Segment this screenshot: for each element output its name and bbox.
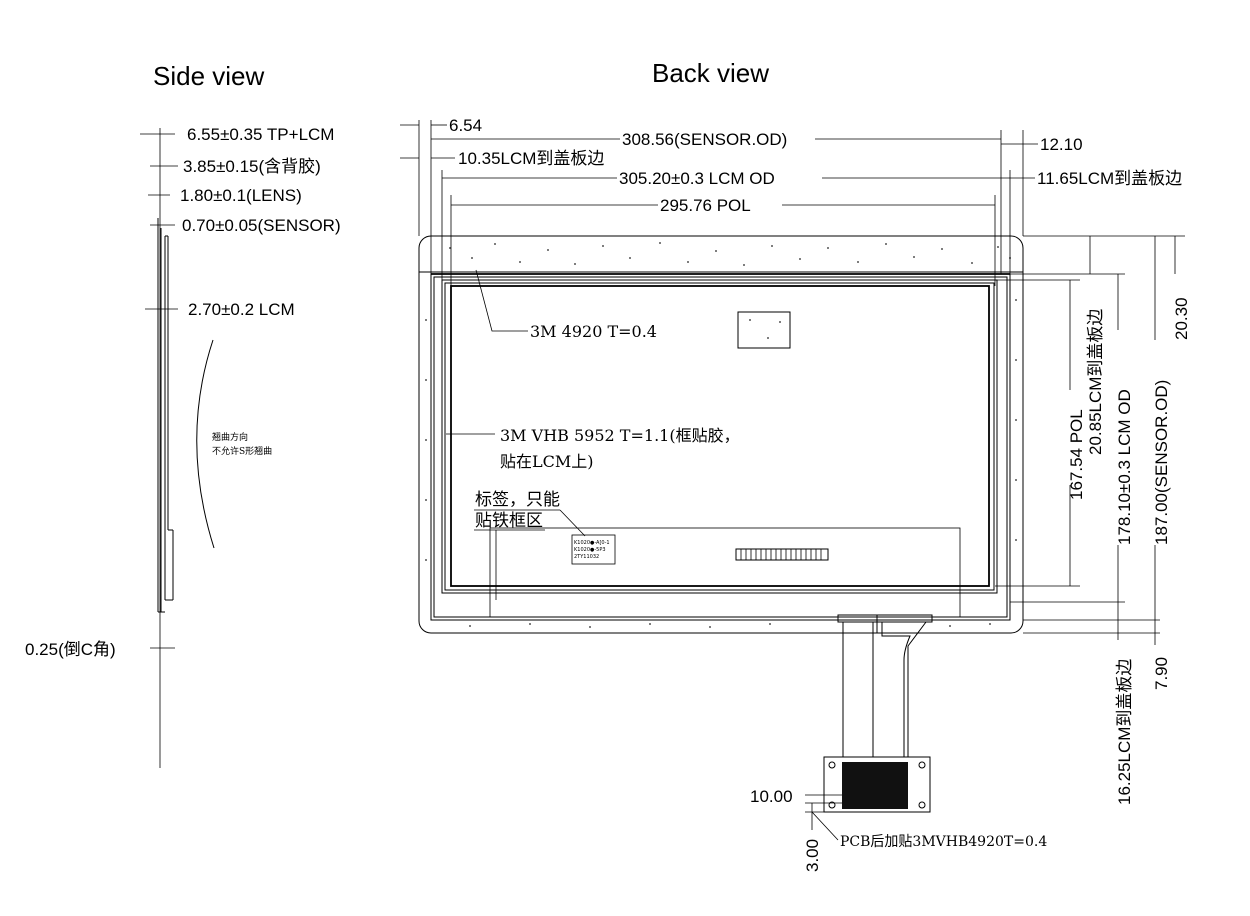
label-area-line1: 标签，只能 — [475, 490, 560, 509]
dim-lcm-cover-right: 11.65LCM到盖板边 — [1037, 169, 1182, 188]
vhb-label-line2: 贴在LCM上) — [500, 452, 594, 471]
dim-sensor-od-width: 308.56(SENSOR.OD) — [622, 130, 787, 149]
adhesive-texture — [425, 242, 1017, 628]
back-view-title: Back view — [652, 58, 769, 88]
dim-20-30: 20.30 — [1172, 297, 1191, 340]
tape-4920-label: 3M 4920 T=0.4 — [530, 322, 657, 341]
dim-sensor: 0.70±0.05(SENSOR) — [182, 216, 341, 235]
dim-sensor-od-height: 187.00(SENSOR.OD) — [1152, 380, 1171, 545]
pcb-adhesive-note: PCB后加贴3MVHB4920T=0.4 — [840, 834, 1047, 850]
vhb-label-line1: 3M VHB 5952 T=1.1(框贴胶， — [500, 426, 740, 445]
dim-7-90: 7.90 — [1152, 657, 1171, 690]
dim-3-00: 3.00 — [803, 839, 822, 872]
dim-pol-height: 167.54 POL — [1067, 409, 1086, 500]
top-dimension-lines — [400, 120, 1038, 286]
dim-lcm-thickness: 2.70±0.2 LCM — [188, 300, 295, 319]
pcb-adhesive-block — [842, 762, 908, 809]
dim-lcm-cover-left: 10.35LCM到盖板边 — [458, 149, 604, 168]
dim-lens: 1.80±0.1(LENS) — [180, 186, 302, 205]
dim-lcm-cover-bottom: 16.25LCM到盖板边 — [1115, 659, 1134, 805]
dim-12-10: 12.10 — [1040, 135, 1083, 154]
sticker-line3: 2TY11032 — [574, 554, 599, 560]
dim-lcm-cover-top: 20.85LCM到盖板边 — [1086, 309, 1105, 455]
right-dimension-lines — [995, 235, 1185, 645]
dim-6-54: 6.54 — [449, 116, 482, 135]
side-view — [140, 128, 215, 768]
back-view — [418, 235, 1024, 813]
sticker-line1: K1020●-A[0-1 — [574, 540, 610, 546]
dim-pol-width: 295.76 POL — [660, 196, 751, 215]
dim-lcm-od-height: 178.10±0.3 LCM OD — [1115, 389, 1134, 545]
dim-with-adhesive: 3.85±0.15(含背胶) — [183, 157, 321, 176]
sticker-line2: K1020●-5P3 — [574, 547, 606, 553]
dim-chamfer: 0.25(倒C角) — [25, 640, 116, 659]
dim-10-00: 10.00 — [750, 787, 793, 806]
side-view-title: Side view — [153, 61, 264, 91]
warp-note-line1: 翘曲方向 — [212, 431, 248, 443]
warp-note-line2: 不允许S形翘曲 — [212, 445, 272, 457]
dim-tp-lcm: 6.55±0.35 TP+LCM — [187, 125, 334, 144]
annotation-leaders — [446, 269, 586, 600]
dim-lcm-od-width: 305.20±0.3 LCM OD — [619, 169, 775, 188]
connector-pins — [740, 549, 822, 560]
fpc-dimension-lines — [805, 794, 842, 841]
label-area-line2: 贴铁框区 — [475, 511, 543, 530]
